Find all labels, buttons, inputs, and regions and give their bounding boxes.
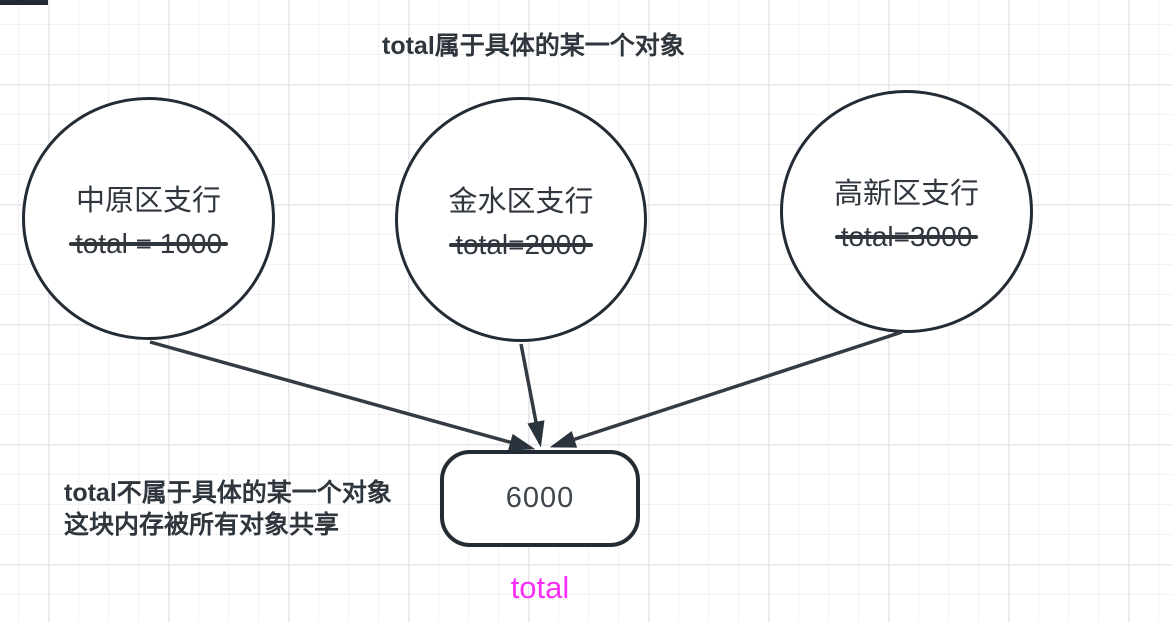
branch-total-strikethrough: total=2000 xyxy=(449,229,593,260)
branch-name: 中原区支行 xyxy=(75,185,221,217)
branch-name: 高新区支行 xyxy=(833,178,979,210)
branch-total-strikethrough: total = 1000 xyxy=(68,228,229,259)
top-left-bar xyxy=(0,0,48,5)
arrow-branch3-to-total[interactable] xyxy=(554,330,903,448)
note-line-2: 这块内存被所有对象共享 xyxy=(64,511,340,539)
shared-total-label[interactable]: total xyxy=(510,570,570,605)
note-text[interactable]: total不属于具体的某一个对象 这块内存被所有对象共享 xyxy=(64,477,392,541)
node-branch-zhongyuan[interactable]: 中原区支行 total = 1000 xyxy=(22,97,275,340)
arrow-branch2-to-total[interactable] xyxy=(519,343,540,443)
shared-total-box[interactable]: 6000 xyxy=(440,450,640,547)
node-branch-gaoxin[interactable]: 高新区支行 total=3000 xyxy=(780,90,1033,333)
shared-total-value: 6000 xyxy=(505,482,575,514)
arrow-branch1-to-total[interactable] xyxy=(149,340,531,448)
node-branch-jinshui[interactable]: 金水区支行 total=2000 xyxy=(395,97,647,342)
diagram-title[interactable]: total属于具体的某一个对象 xyxy=(382,32,685,60)
note-line-1: total不属于具体的某一个对象 xyxy=(64,479,392,507)
branch-name: 金水区支行 xyxy=(448,186,594,218)
branch-total-strikethrough: total=3000 xyxy=(834,221,978,252)
